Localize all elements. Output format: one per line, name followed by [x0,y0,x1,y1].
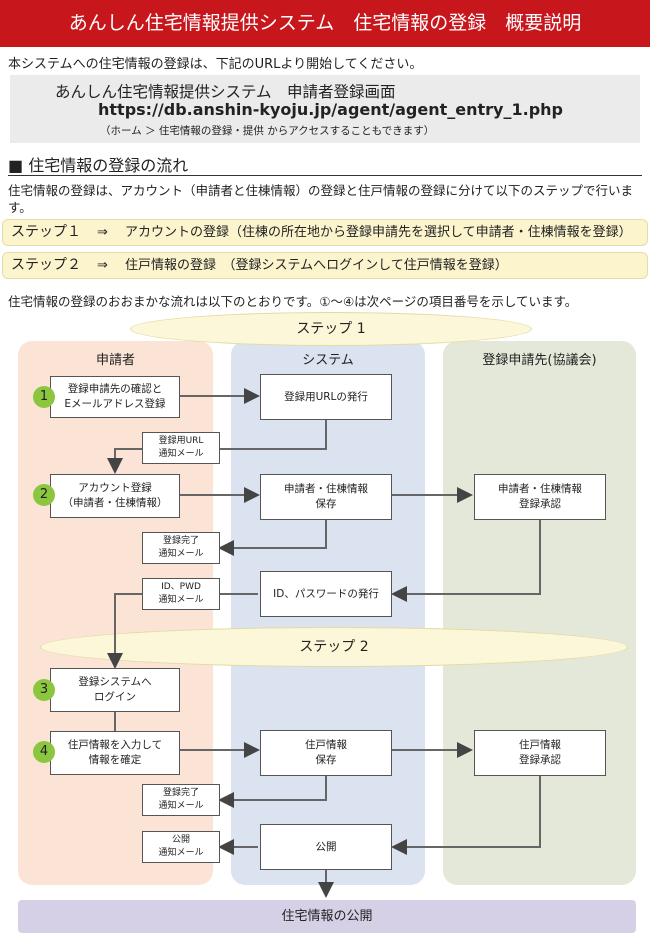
notice-publish-mail: 公開 通知メール [142,831,220,863]
notice-unit-complete-mail: 登録完了 通知メール [142,784,220,816]
url-box-note: （ホーム ＞ 住宅情報の登録・提供 からアクセスすることもできます） [100,125,435,137]
lane-heading-system: システム [302,353,354,368]
applicant-box-3: 登録システムへ ログイン [50,668,180,712]
council-box-approve-applicant: 申請者・住棟情報 登録承認 [474,474,606,520]
notice-url-mail: 登録用URL 通知メール [142,432,220,464]
step-bar-2: ステップ２ ⇒ 住戸情報の登録 （登録システムへログインして住戸情報を登録） [2,252,648,279]
step-bar-1: ステップ１ ⇒ アカウントの登録（住棟の所在地から登録申請先を選択して申請者・住… [2,219,648,246]
arrow-icon: ⇒ [97,225,108,240]
url-box [10,75,640,143]
step1-label: ステップ 1 [296,321,366,337]
flow-note: 住宅情報の登録のおおまかな流れは以下のとおりです。①〜④は次ページの項目番号を示… [8,294,578,309]
step-number-4: 4 [33,741,55,763]
lane-heading-applicant: 申請者 [95,353,135,368]
step-number-3: 3 [33,679,55,701]
arrow-icon: ⇒ [97,258,108,273]
final-publication-bar: 住宅情報の公開 [18,900,636,933]
step-label: ステップ１ [11,224,81,240]
section-divider [8,175,642,176]
section-description: 住宅情報の登録は、アカウント（申請者と住棟情報）の登録と住戸情報の登録に分けて以… [8,183,634,215]
page-title: あんしん住宅情報提供システム 住宅情報の登録 概要説明 [68,12,582,34]
notice-id-pwd-mail: ID、PWD 通知メール [142,578,220,610]
applicant-box-4: 住戸情報を入力して 情報を確定 [50,731,180,775]
step-text: 住戸情報の登録 （登録システムへログインして住戸情報を登録） [125,258,508,273]
step-number-2: 2 [33,484,55,506]
system-box-save-unit: 住戸情報 保存 [260,730,392,776]
intro-text: 本システムへの住宅情報の登録は、下記のURLより開始してください。 [8,57,423,72]
step-number-1: 1 [33,386,55,408]
council-box-approve-unit: 住戸情報 登録承認 [474,730,606,776]
step-text: アカウントの登録（住棟の所在地から登録申請先を選択して申請者・住棟情報を登録） [125,225,632,240]
final-publication-label: 住宅情報の公開 [281,909,373,924]
step2-ellipse: ステップ 2 [40,627,628,667]
notice-registration-complete-mail: 登録完了 通知メール [142,532,220,564]
system-box-url-issue: 登録用URLの発行 [260,374,392,420]
step1-ellipse: ステップ 1 [130,312,532,346]
system-box-id-issue: ID、パスワードの発行 [260,571,392,617]
page-title-bar: あんしん住宅情報提供システム 住宅情報の登録 概要説明 [0,0,650,47]
applicant-box-2: アカウント登録 （申請者・住棟情報） [50,474,180,518]
step-label: ステップ２ [11,257,81,273]
applicant-box-1: 登録申請先の確認と Eメールアドレス登録 [50,376,180,418]
entry-url-link[interactable]: https://db.anshin-kyoju.jp/agent/agent_e… [98,100,563,119]
section-heading: ■ 住宅情報の登録の流れ [8,156,189,175]
lane-heading-council: 登録申請先(協議会) [482,353,597,368]
system-box-save-applicant: 申請者・住棟情報 保存 [260,474,392,520]
url-box-title: あんしん住宅情報提供システム 申請者登録画面 [55,83,396,101]
system-box-publish: 公開 [260,824,392,870]
step2-label: ステップ 2 [299,639,369,655]
